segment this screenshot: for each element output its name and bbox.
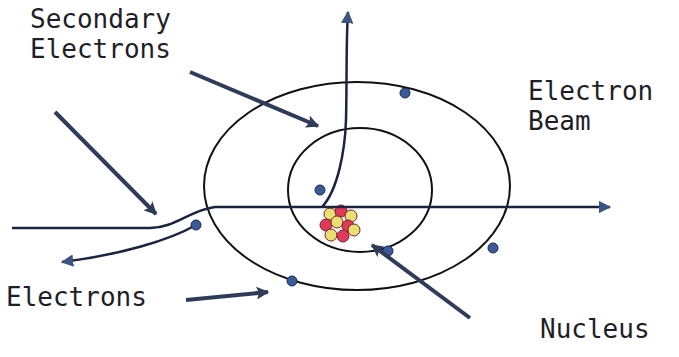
secondary-electron-path: [62, 225, 196, 262]
callout-label: Secondary Electrons: [30, 4, 187, 64]
pointer-arrows: [55, 72, 470, 318]
inner-orbit: [288, 128, 432, 252]
nucleus-cluster: [320, 205, 360, 242]
outer-orbit: [204, 82, 510, 290]
electron-beam: [12, 207, 610, 228]
callout-label: Electrons: [6, 282, 147, 312]
electron-dots: [191, 88, 498, 286]
callout-label: Nucleus: [540, 314, 650, 344]
secondary-electron-path: [322, 12, 348, 207]
callout-label: Electron Beam: [528, 76, 669, 136]
